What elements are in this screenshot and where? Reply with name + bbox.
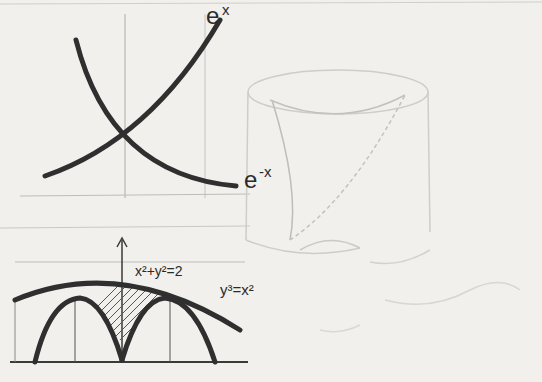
y-axis	[121, 240, 123, 362]
curve-label: e	[206, 4, 219, 28]
guide-line	[15, 262, 245, 263]
paper-edge	[0, 2, 542, 4]
guide-line	[170, 300, 171, 362]
exponent: x	[222, 2, 230, 17]
exp-curve	[45, 20, 220, 176]
exponent: -x	[259, 164, 272, 179]
cylinder-sketch	[246, 70, 520, 332]
x-axis	[20, 194, 250, 196]
equation-label: x²+y²=2	[135, 264, 182, 278]
equation-label: y³=x²	[220, 282, 254, 297]
cusp-curve	[122, 298, 215, 362]
guide-line	[0, 226, 250, 228]
y-axis	[124, 14, 125, 198]
cusp-curve	[35, 298, 122, 362]
guide-line	[15, 300, 16, 362]
curve-label: e	[244, 168, 257, 192]
shaded-region	[64, 270, 190, 340]
exp-neg-curve	[76, 40, 236, 186]
guide-line	[75, 300, 76, 362]
axis-arrow	[117, 238, 127, 247]
